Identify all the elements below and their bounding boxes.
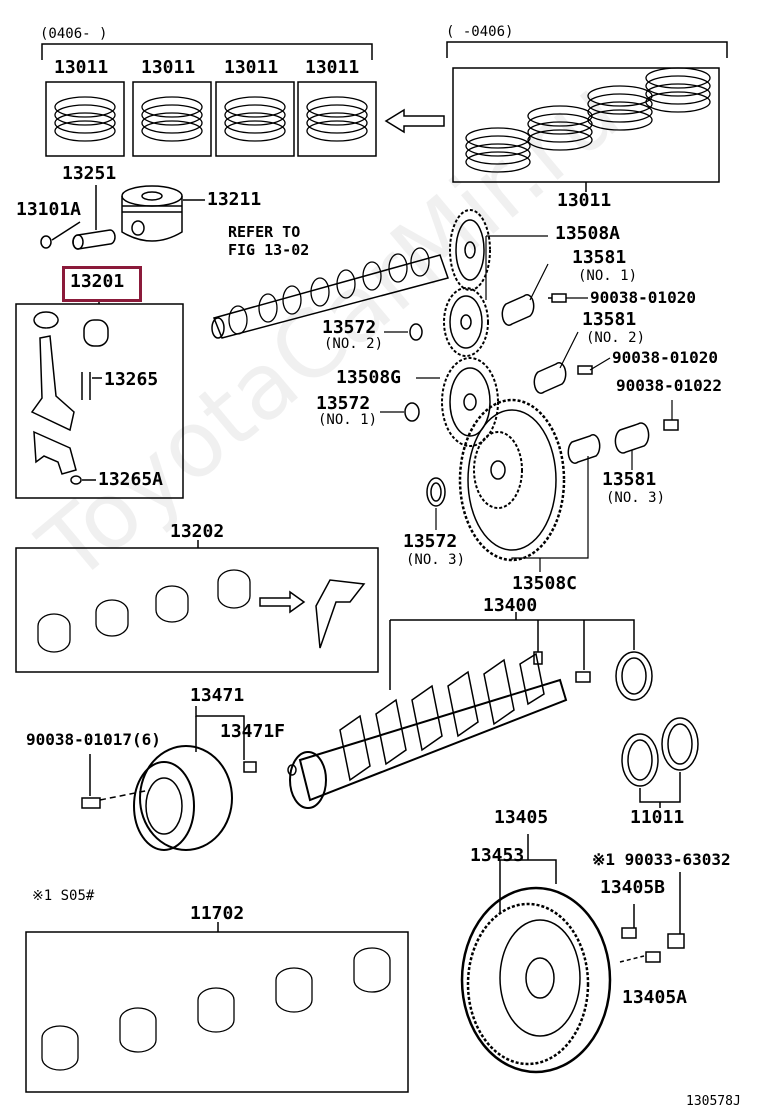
part-90033-63032[interactable]: ※1 90033-63032 — [592, 850, 731, 869]
part-13400[interactable]: 13400 — [483, 595, 538, 616]
part-13471[interactable]: 13471 — [190, 685, 245, 706]
part-13011-a[interactable]: 13011 — [54, 57, 109, 78]
part-13011-old[interactable]: 13011 — [557, 190, 612, 211]
part-13581-no2[interactable]: 13581 — [582, 309, 637, 330]
lower-bearing-box — [25, 922, 409, 1093]
leader-lines — [380, 235, 673, 572]
part-13572-no2[interactable]: 13572 — [322, 317, 377, 338]
part-13202[interactable]: 13202 — [170, 521, 225, 542]
part-13581-no1-note: (NO. 1) — [578, 268, 638, 284]
selected-part-highlight — [62, 266, 142, 302]
part-11011[interactable]: 11011 — [630, 807, 685, 828]
supersession-arrow — [384, 108, 445, 134]
idler-gears — [441, 287, 566, 562]
flywheel — [460, 834, 685, 1074]
range-new-label: (0406- ) — [40, 26, 108, 42]
crankshaft-pulley — [81, 706, 257, 851]
part-13405[interactable]: 13405 — [494, 807, 549, 828]
part-13581-no3-note: (NO. 3) — [606, 490, 666, 506]
crankshaft — [287, 612, 653, 809]
connecting-rod-box — [15, 300, 184, 499]
thrust-washers — [621, 717, 699, 808]
part-13581-no1[interactable]: 13581 — [572, 247, 627, 268]
part-13211[interactable]: 13211 — [207, 189, 262, 210]
footnote-s05: ※1 S05# — [32, 888, 95, 904]
part-11702[interactable]: 11702 — [190, 903, 245, 924]
bracket-new-range — [41, 43, 373, 60]
part-13011-b[interactable]: 13011 — [141, 57, 196, 78]
part-13471f[interactable]: 13471F — [220, 721, 286, 742]
piston-assembly — [40, 185, 205, 250]
part-13581-no2-note: (NO. 2) — [586, 330, 646, 346]
piston-ring-icons — [54, 67, 711, 173]
main-bearing-box — [15, 540, 379, 673]
part-13201[interactable]: 13201 — [70, 271, 125, 292]
part-13572-no3[interactable]: 13572 — [403, 531, 458, 552]
part-13405b[interactable]: 13405B — [600, 877, 666, 898]
bracket-old-range — [446, 41, 728, 58]
part-13011-c[interactable]: 13011 — [224, 57, 279, 78]
part-13011-d[interactable]: 13011 — [305, 57, 360, 78]
refer-to-text: REFER TO — [228, 223, 301, 241]
part-90038-01022[interactable]: 90038-01022 — [616, 376, 722, 395]
part-90038-01017[interactable]: 90038-01017(6) — [26, 730, 161, 749]
part-13572-no1-note: (NO. 1) — [318, 412, 378, 428]
part-13405a[interactable]: 13405A — [622, 987, 688, 1008]
fig-reference-link[interactable]: FIG 13-02 — [228, 241, 310, 259]
part-13251[interactable]: 13251 — [62, 163, 117, 184]
part-13265[interactable]: 13265 — [104, 369, 159, 390]
camshaft — [211, 209, 491, 339]
part-13265a[interactable]: 13265A — [98, 469, 164, 490]
part-13508g[interactable]: 13508G — [336, 367, 402, 388]
part-13453[interactable]: 13453 — [470, 845, 525, 866]
range-old-label: ( -0406) — [446, 24, 514, 40]
part-13508c[interactable]: 13508C — [512, 573, 578, 594]
part-90038-01020-a[interactable]: 90038-01020 — [590, 288, 696, 307]
part-13572-no1[interactable]: 13572 — [316, 393, 371, 414]
part-13572-no3-note: (NO. 3) — [406, 552, 466, 568]
part-13101a[interactable]: 13101A — [16, 199, 82, 220]
bushings-bolts — [404, 293, 679, 507]
part-90038-01020-b[interactable]: 90038-01020 — [612, 348, 718, 367]
part-13572-no2-note: (NO. 2) — [324, 336, 384, 352]
part-13508a[interactable]: 13508A — [555, 223, 621, 244]
figure-code: 130578J — [686, 1094, 741, 1109]
part-13581-no3[interactable]: 13581 — [602, 469, 657, 490]
